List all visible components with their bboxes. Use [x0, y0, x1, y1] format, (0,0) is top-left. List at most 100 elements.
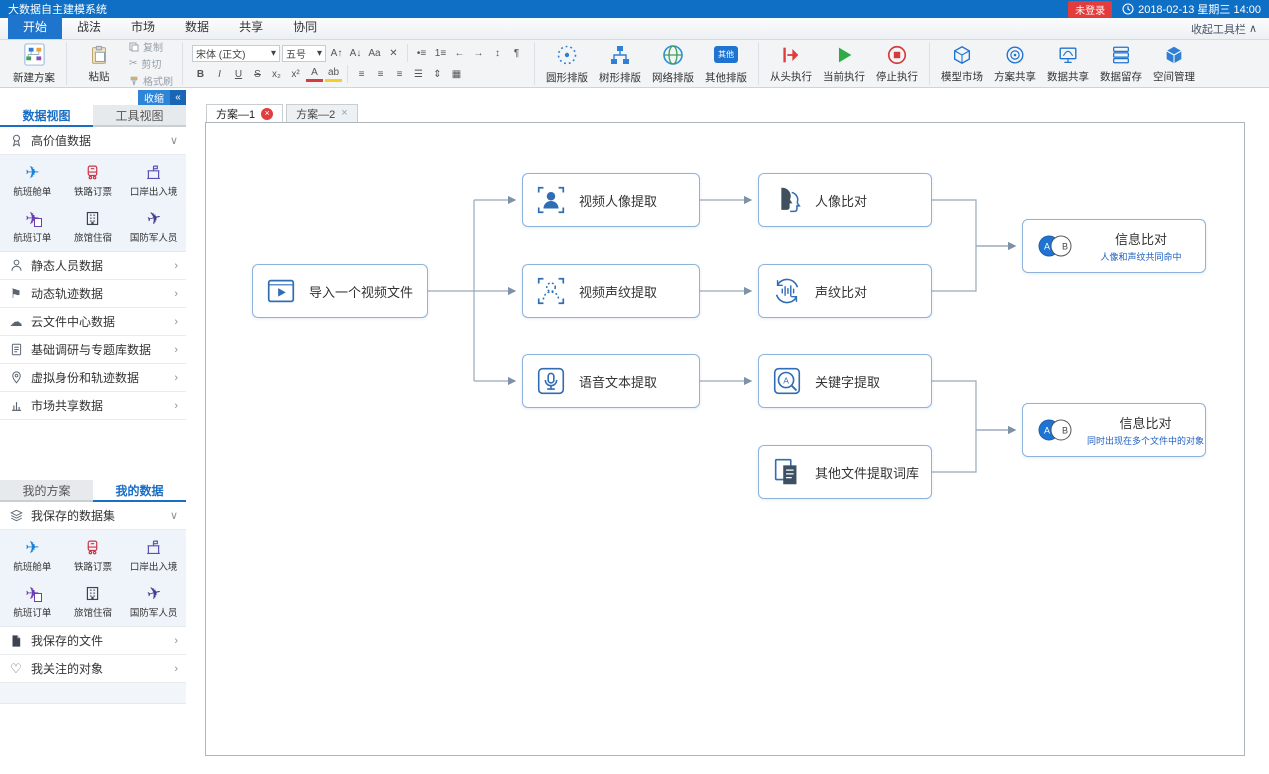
space-manage-button[interactable]: 空间管理 [1151, 44, 1197, 84]
subscript-button[interactable]: x₂ [268, 66, 285, 83]
section-market-shared-data[interactable]: 市场共享数据 › [0, 392, 186, 420]
dataset-item-hotel-stay[interactable]: 旅馆住宿 [63, 579, 124, 623]
outdent-button[interactable]: ← [451, 45, 468, 62]
underline-button[interactable]: U [230, 66, 247, 83]
align-left-button[interactable]: ≡ [353, 66, 370, 83]
strikethrough-button[interactable]: S [249, 66, 266, 83]
ribbon-tab-share[interactable]: 共享 [224, 15, 278, 39]
highlight-button[interactable]: ab [325, 67, 342, 82]
borders-button[interactable]: ▦ [448, 66, 465, 83]
indent-button[interactable]: → [470, 45, 487, 62]
tree-layout-button[interactable]: 树形排版 [597, 42, 643, 85]
section-dynamic-trajectory-data[interactable]: ⚑ 动态轨迹数据 › [0, 280, 186, 308]
other-layout-button[interactable]: 其他 其他排版 [703, 42, 749, 85]
format-painter-button[interactable]: 格式刷 [129, 73, 173, 88]
scissors-icon: ✂ [129, 58, 137, 69]
node-video-face-extract[interactable]: 视频人像提取 [522, 173, 700, 227]
tab-data-view[interactable]: 数据视图 [0, 105, 93, 127]
font-size-select[interactable]: 五号 ▾ [282, 45, 326, 62]
font-color-button[interactable]: A [306, 67, 323, 82]
ribbon-tab-data[interactable]: 数据 [170, 15, 224, 39]
node-face-compare[interactable]: 人像比对 [758, 173, 932, 227]
node-video-voiceprint-extract[interactable]: 视频声纹提取 [522, 264, 700, 318]
font-increase-button[interactable]: A↑ [328, 45, 345, 62]
font-family-select[interactable]: 宋体 (正文) ▾ [192, 45, 280, 62]
tab-my-data[interactable]: 我的数据 [93, 480, 186, 502]
dataset-item-military-personnel[interactable]: ✈ 国防军人员 [123, 579, 184, 623]
font-decrease-button[interactable]: A↓ [347, 45, 364, 62]
section-static-personnel-data[interactable]: 静态人员数据 › [0, 252, 186, 280]
model-market-button[interactable]: 模型市场 [939, 44, 985, 84]
align-center-button[interactable]: ≡ [372, 66, 389, 83]
ribbon-tab-market[interactable]: 市场 [116, 15, 170, 39]
ribbon-tab-tactics[interactable]: 战法 [62, 15, 116, 39]
numbered-list-button[interactable]: 1≡ [432, 45, 449, 62]
sidebar-lower-tabs: 我的方案 我的数据 [0, 480, 186, 502]
close-tab-icon[interactable]: × [341, 108, 347, 119]
dataset-item-rail-ticket[interactable]: 铁路订票 [63, 158, 124, 202]
collapse-toolbar-button[interactable]: 收起工具栏 ∧ [1191, 21, 1257, 37]
spacing-button[interactable]: ⇕ [429, 66, 446, 83]
node-other-files-lexicon[interactable]: 其他文件提取词库 [758, 445, 932, 499]
line-spacing-button[interactable]: ↕ [489, 45, 506, 62]
network-layout-button[interactable]: 网络排版 [650, 42, 696, 85]
plan-tab-1[interactable]: 方案—1 × [206, 104, 283, 122]
tab-tool-view[interactable]: 工具视图 [93, 105, 186, 127]
align-right-button[interactable]: ≡ [391, 66, 408, 83]
justify-button[interactable]: ☰ [410, 66, 427, 83]
data-share-button[interactable]: 数据共享 [1045, 44, 1091, 84]
clear-format-button[interactable]: ✕ [385, 45, 402, 62]
node-speech-text-extract[interactable]: 语音文本提取 [522, 354, 700, 408]
dataset-item-flight-order[interactable]: ✈ 航班订单 [2, 579, 63, 623]
flowchart-canvas[interactable]: 导入一个视频文件 视频人像提取 视频声纹提取 语音文本提取 人像比对 声纹比对 … [205, 122, 1245, 756]
section-cloud-file-center-data[interactable]: ☁ 云文件中心数据 › [0, 308, 186, 336]
paragraph-mark-button[interactable]: ¶ [508, 45, 525, 62]
plan-tab-2[interactable]: 方案—2 × [286, 104, 358, 122]
login-status-badge[interactable]: 未登录 [1068, 1, 1112, 18]
train-icon [84, 163, 101, 181]
data-retain-button[interactable]: 数据留存 [1098, 44, 1144, 84]
dataset-item-border-entry-exit[interactable]: 口岸出入境 [123, 533, 184, 577]
superscript-button[interactable]: x² [287, 66, 304, 83]
close-tab-icon[interactable]: × [261, 108, 273, 120]
saved-datasets-grid: ✈ 航班舱单 铁路订票 口岸出入境 ✈ 航班订单 [0, 530, 186, 627]
copy-button[interactable]: 复制 [129, 39, 173, 54]
other-layout-icon: 其他 [714, 42, 739, 67]
dataset-item-hotel-stay[interactable]: 旅馆住宿 [63, 204, 124, 248]
tab-my-plans[interactable]: 我的方案 [0, 480, 93, 502]
section-my-saved-files[interactable]: 我保存的文件 › [0, 627, 186, 655]
circle-layout-button[interactable]: 圆形排版 [544, 42, 590, 85]
chevron-right-icon: › [174, 316, 178, 328]
dataset-item-border-entry-exit[interactable]: 口岸出入境 [123, 158, 184, 202]
section-virtual-identity-trajectory-data[interactable]: 虚拟身份和轨迹数据 › [0, 364, 186, 392]
stop-run-button[interactable]: 停止执行 [874, 44, 920, 84]
paste-button[interactable]: 粘贴 [76, 44, 122, 84]
ribbon-tab-start[interactable]: 开始 [8, 15, 62, 39]
new-plan-button[interactable]: 新建方案 [11, 42, 57, 85]
face-compare-icon [769, 182, 805, 218]
plan-share-button[interactable]: 方案共享 [992, 44, 1038, 84]
italic-button[interactable]: I [211, 66, 228, 83]
dataset-item-flight-manifest[interactable]: ✈ 航班舱单 [2, 533, 63, 577]
node-import-video-file[interactable]: 导入一个视频文件 [252, 264, 428, 318]
dataset-item-military-personnel[interactable]: ✈ 国防军人员 [123, 204, 184, 248]
run-current-button[interactable]: 当前执行 [821, 44, 867, 84]
cut-button[interactable]: ✂ 剪切 [129, 56, 173, 71]
dataset-item-rail-ticket[interactable]: 铁路订票 [63, 533, 124, 577]
section-my-followed-objects[interactable]: ♡ 我关注的对象 › [0, 655, 186, 683]
dataset-item-flight-manifest[interactable]: ✈ 航班舱单 [2, 158, 63, 202]
node-keyword-extract[interactable]: A 关键字提取 [758, 354, 932, 408]
section-basic-research-thematic-data[interactable]: 基础调研与专题库数据 › [0, 336, 186, 364]
ribbon-tab-collab[interactable]: 协同 [278, 15, 332, 39]
bold-button[interactable]: B [192, 66, 209, 83]
node-info-compare-2[interactable]: AB 信息比对 同时出现在多个文件中的对象 [1022, 403, 1206, 457]
section-my-saved-datasets[interactable]: 我保存的数据集 ∨ [0, 502, 186, 530]
change-case-button[interactable]: Aa [366, 45, 383, 62]
node-info-compare-1[interactable]: AB 信息比对 人像和声纹共同命中 [1022, 219, 1206, 273]
bullet-list-button[interactable]: •≡ [413, 45, 430, 62]
sidebar-collapse-button[interactable]: 收缩 « [138, 90, 186, 105]
section-high-value-data[interactable]: 高价值数据 ∨ [0, 127, 186, 155]
dataset-item-flight-order[interactable]: ✈ 航班订单 [2, 204, 63, 248]
node-voiceprint-compare[interactable]: 声纹比对 [758, 264, 932, 318]
run-from-start-button[interactable]: 从头执行 [768, 44, 814, 84]
